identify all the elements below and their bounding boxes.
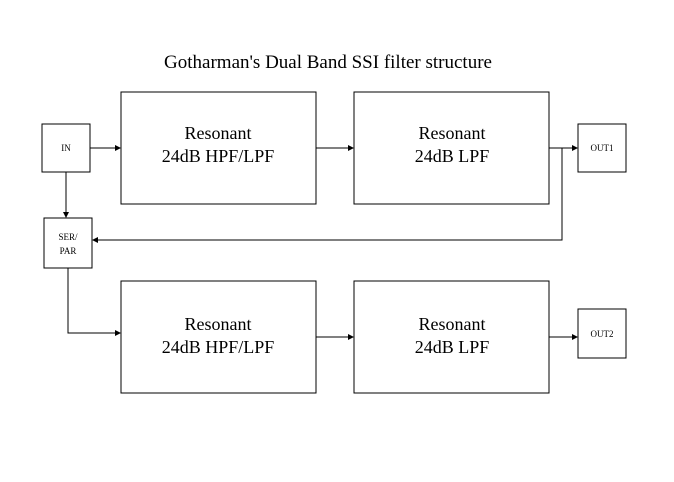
ser-par-line1: SER/ — [58, 232, 78, 242]
arrowhead-out2 — [572, 334, 578, 340]
filter2-block: Resonant 24dB LPF — [353, 91, 550, 205]
wire-serpar-to-filter3 — [67, 268, 116, 334]
filter1-line2: 24dB HPF/LPF — [162, 146, 275, 166]
ser-par-box — [43, 217, 93, 269]
filter1-line1: Resonant — [185, 123, 252, 143]
arrowhead-out1 — [572, 145, 578, 151]
filter2-line2: 24dB LPF — [415, 146, 490, 166]
arrowhead-filter1 — [115, 145, 121, 151]
wire-feedback-to-serpar — [97, 148, 563, 241]
in-block: IN — [41, 123, 91, 173]
arrowhead-serpar-in — [63, 212, 69, 218]
out1-box — [577, 123, 627, 173]
arrowhead-filter3 — [115, 330, 121, 336]
arrowhead-filter2 — [348, 145, 354, 151]
ser-par-block: SER/ PAR — [43, 217, 93, 269]
out1-label: OUT1 — [591, 143, 614, 153]
filter4-box — [353, 280, 550, 394]
arrowhead-serpar-feedback — [92, 237, 98, 243]
in-label: IN — [61, 143, 71, 153]
filter3-line2: 24dB HPF/LPF — [162, 337, 275, 357]
filter3-box — [120, 280, 317, 394]
out2-block: OUT2 — [577, 308, 627, 359]
filter3-block: Resonant 24dB HPF/LPF — [120, 280, 317, 394]
filter1-box — [120, 91, 317, 205]
filter3-line1: Resonant — [185, 314, 252, 334]
filter2-box — [353, 91, 550, 205]
filter4-block: Resonant 24dB LPF — [353, 280, 550, 394]
in-box — [41, 123, 91, 173]
out1-block: OUT1 — [577, 123, 627, 173]
filter2-line1: Resonant — [419, 123, 486, 143]
ser-par-line2: PAR — [60, 246, 77, 256]
filter4-line2: 24dB LPF — [415, 337, 490, 357]
filter1-block: Resonant 24dB HPF/LPF — [120, 91, 317, 205]
out2-label: OUT2 — [591, 329, 614, 339]
filter4-line1: Resonant — [419, 314, 486, 334]
arrowhead-filter4 — [348, 334, 354, 340]
diagram-title: Gotharman's Dual Band SSI filter structu… — [164, 52, 492, 73]
out2-box — [577, 308, 627, 359]
